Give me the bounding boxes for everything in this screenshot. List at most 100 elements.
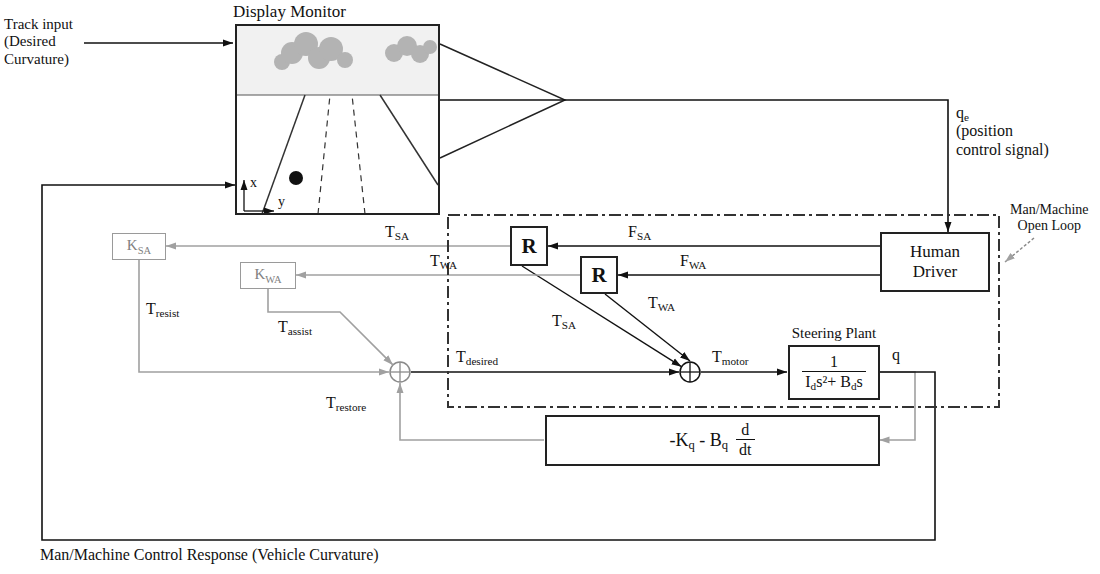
text-run: SA — [395, 230, 409, 242]
human-driver-box: Human Driver — [880, 232, 990, 292]
text-run: control signal) — [956, 141, 1049, 158]
dash-dot-border — [448, 215, 999, 407]
text-run: R — [521, 234, 536, 258]
input-label: Track input (Desired Curvature) — [4, 16, 73, 68]
wa-torque-wire — [605, 294, 690, 361]
leader-arrow — [1005, 238, 1034, 262]
vehicle-dot — [289, 171, 303, 185]
text-run: WA — [265, 274, 281, 285]
text-run: d — [851, 380, 857, 392]
text-run: T — [278, 318, 288, 335]
cloud-cluster — [274, 32, 437, 70]
junction-circle — [390, 362, 410, 382]
block-title: Steering Plant — [792, 325, 877, 342]
text-run: y — [278, 194, 285, 209]
text-run: F — [680, 252, 689, 269]
connector-label: Man/Machine Control Response (Vehicle Cu… — [40, 546, 379, 564]
text-run: 1 — [830, 353, 838, 370]
signal-label: Tassist — [278, 318, 312, 336]
assist-wire — [268, 288, 393, 365]
node-content: R — [521, 234, 536, 258]
lane-marking — [352, 95, 365, 214]
text-run: T — [146, 300, 156, 317]
signal-label: Tmotor — [712, 348, 749, 366]
cloud — [337, 52, 353, 68]
monitor-title: Display Monitor — [233, 2, 346, 22]
text-run: restore — [336, 401, 366, 413]
road-edge — [380, 95, 438, 185]
axis-arrow — [244, 210, 274, 211]
node-content: Human Driver — [910, 242, 960, 281]
summing-junction — [680, 362, 700, 382]
text-run: s²+ B — [816, 373, 851, 390]
signal-label: TWA — [648, 294, 675, 312]
text-run: desired — [466, 355, 498, 367]
restore-wire — [400, 383, 544, 440]
region-label: Man/Machine Open Loop — [1010, 202, 1089, 234]
gain-label: KWA — [254, 266, 281, 283]
transfer-numerator: 1 — [830, 353, 838, 371]
road-edge — [262, 95, 305, 214]
junction-cross — [689, 362, 690, 382]
transfer-denominator: Ids²+ Bds — [802, 371, 865, 391]
signal-label: Trestore — [326, 394, 366, 412]
text-run: d — [811, 380, 817, 392]
motor-torque-wire — [701, 371, 787, 373]
text-run: (Desired — [4, 33, 56, 49]
block-label: R — [521, 234, 536, 258]
text-run: K — [254, 266, 265, 282]
text-run: q — [956, 104, 964, 121]
connector-label: qe (position control signal) — [956, 104, 1049, 159]
block-label: R — [591, 263, 606, 287]
text-run: x — [250, 175, 257, 190]
r-block: R — [510, 226, 548, 266]
text-run: Track input — [4, 16, 73, 32]
axis-arrow — [243, 180, 244, 211]
text-run: R — [591, 263, 606, 287]
signal-label: TSA — [552, 312, 576, 330]
text-run: T — [712, 348, 722, 365]
connector-label: TWA — [430, 252, 457, 270]
feedback-block: -Kq - Bq ddt — [545, 415, 880, 466]
signal-connector — [618, 274, 880, 276]
node-content: KSA — [127, 237, 151, 254]
signal-connector — [166, 245, 510, 247]
text-run: SA — [138, 245, 151, 256]
connector-label: TSA — [385, 223, 409, 241]
text-run: dt — [739, 441, 751, 458]
text-run: e — [964, 111, 969, 123]
text-run: Curvature) — [4, 51, 69, 67]
text-run: Display Monitor — [233, 2, 346, 21]
text-run: T — [648, 294, 658, 311]
signal-label: Tresist — [146, 300, 179, 318]
connector-label: FWA — [680, 252, 706, 270]
text-run: q — [722, 438, 728, 452]
gain-label: KSA — [127, 237, 151, 254]
text-run: SA — [562, 319, 576, 331]
text-run: WA — [689, 259, 706, 271]
sky-band — [236, 25, 439, 95]
text-run: SA — [637, 230, 651, 242]
text-run: Man/Machine — [1010, 202, 1089, 217]
node-content: R — [591, 263, 606, 287]
input-arrow — [84, 42, 233, 44]
text-run: T — [385, 223, 395, 240]
signal-label: q — [892, 346, 900, 364]
node-content: KWA — [254, 266, 281, 283]
text-run: F — [628, 223, 637, 240]
gain-block: KWA — [240, 262, 296, 289]
horizon-line — [236, 95, 439, 96]
text-run: K — [127, 237, 138, 253]
node-content: -Kq - Bq ddt — [669, 421, 754, 460]
text-run: resist — [156, 307, 180, 319]
text-run: Open Loop — [1018, 218, 1081, 233]
signal-connector — [440, 100, 948, 232]
summing-junction — [390, 362, 410, 382]
fraction: ddt — [736, 421, 754, 460]
signal-connector — [296, 274, 580, 276]
open-loop-region: Man/Machine Open LoopRHuman DriverR1Ids²… — [447, 214, 1000, 408]
text-run: q — [892, 346, 900, 363]
feedback-gain: -Kq - Bq — [669, 430, 728, 451]
